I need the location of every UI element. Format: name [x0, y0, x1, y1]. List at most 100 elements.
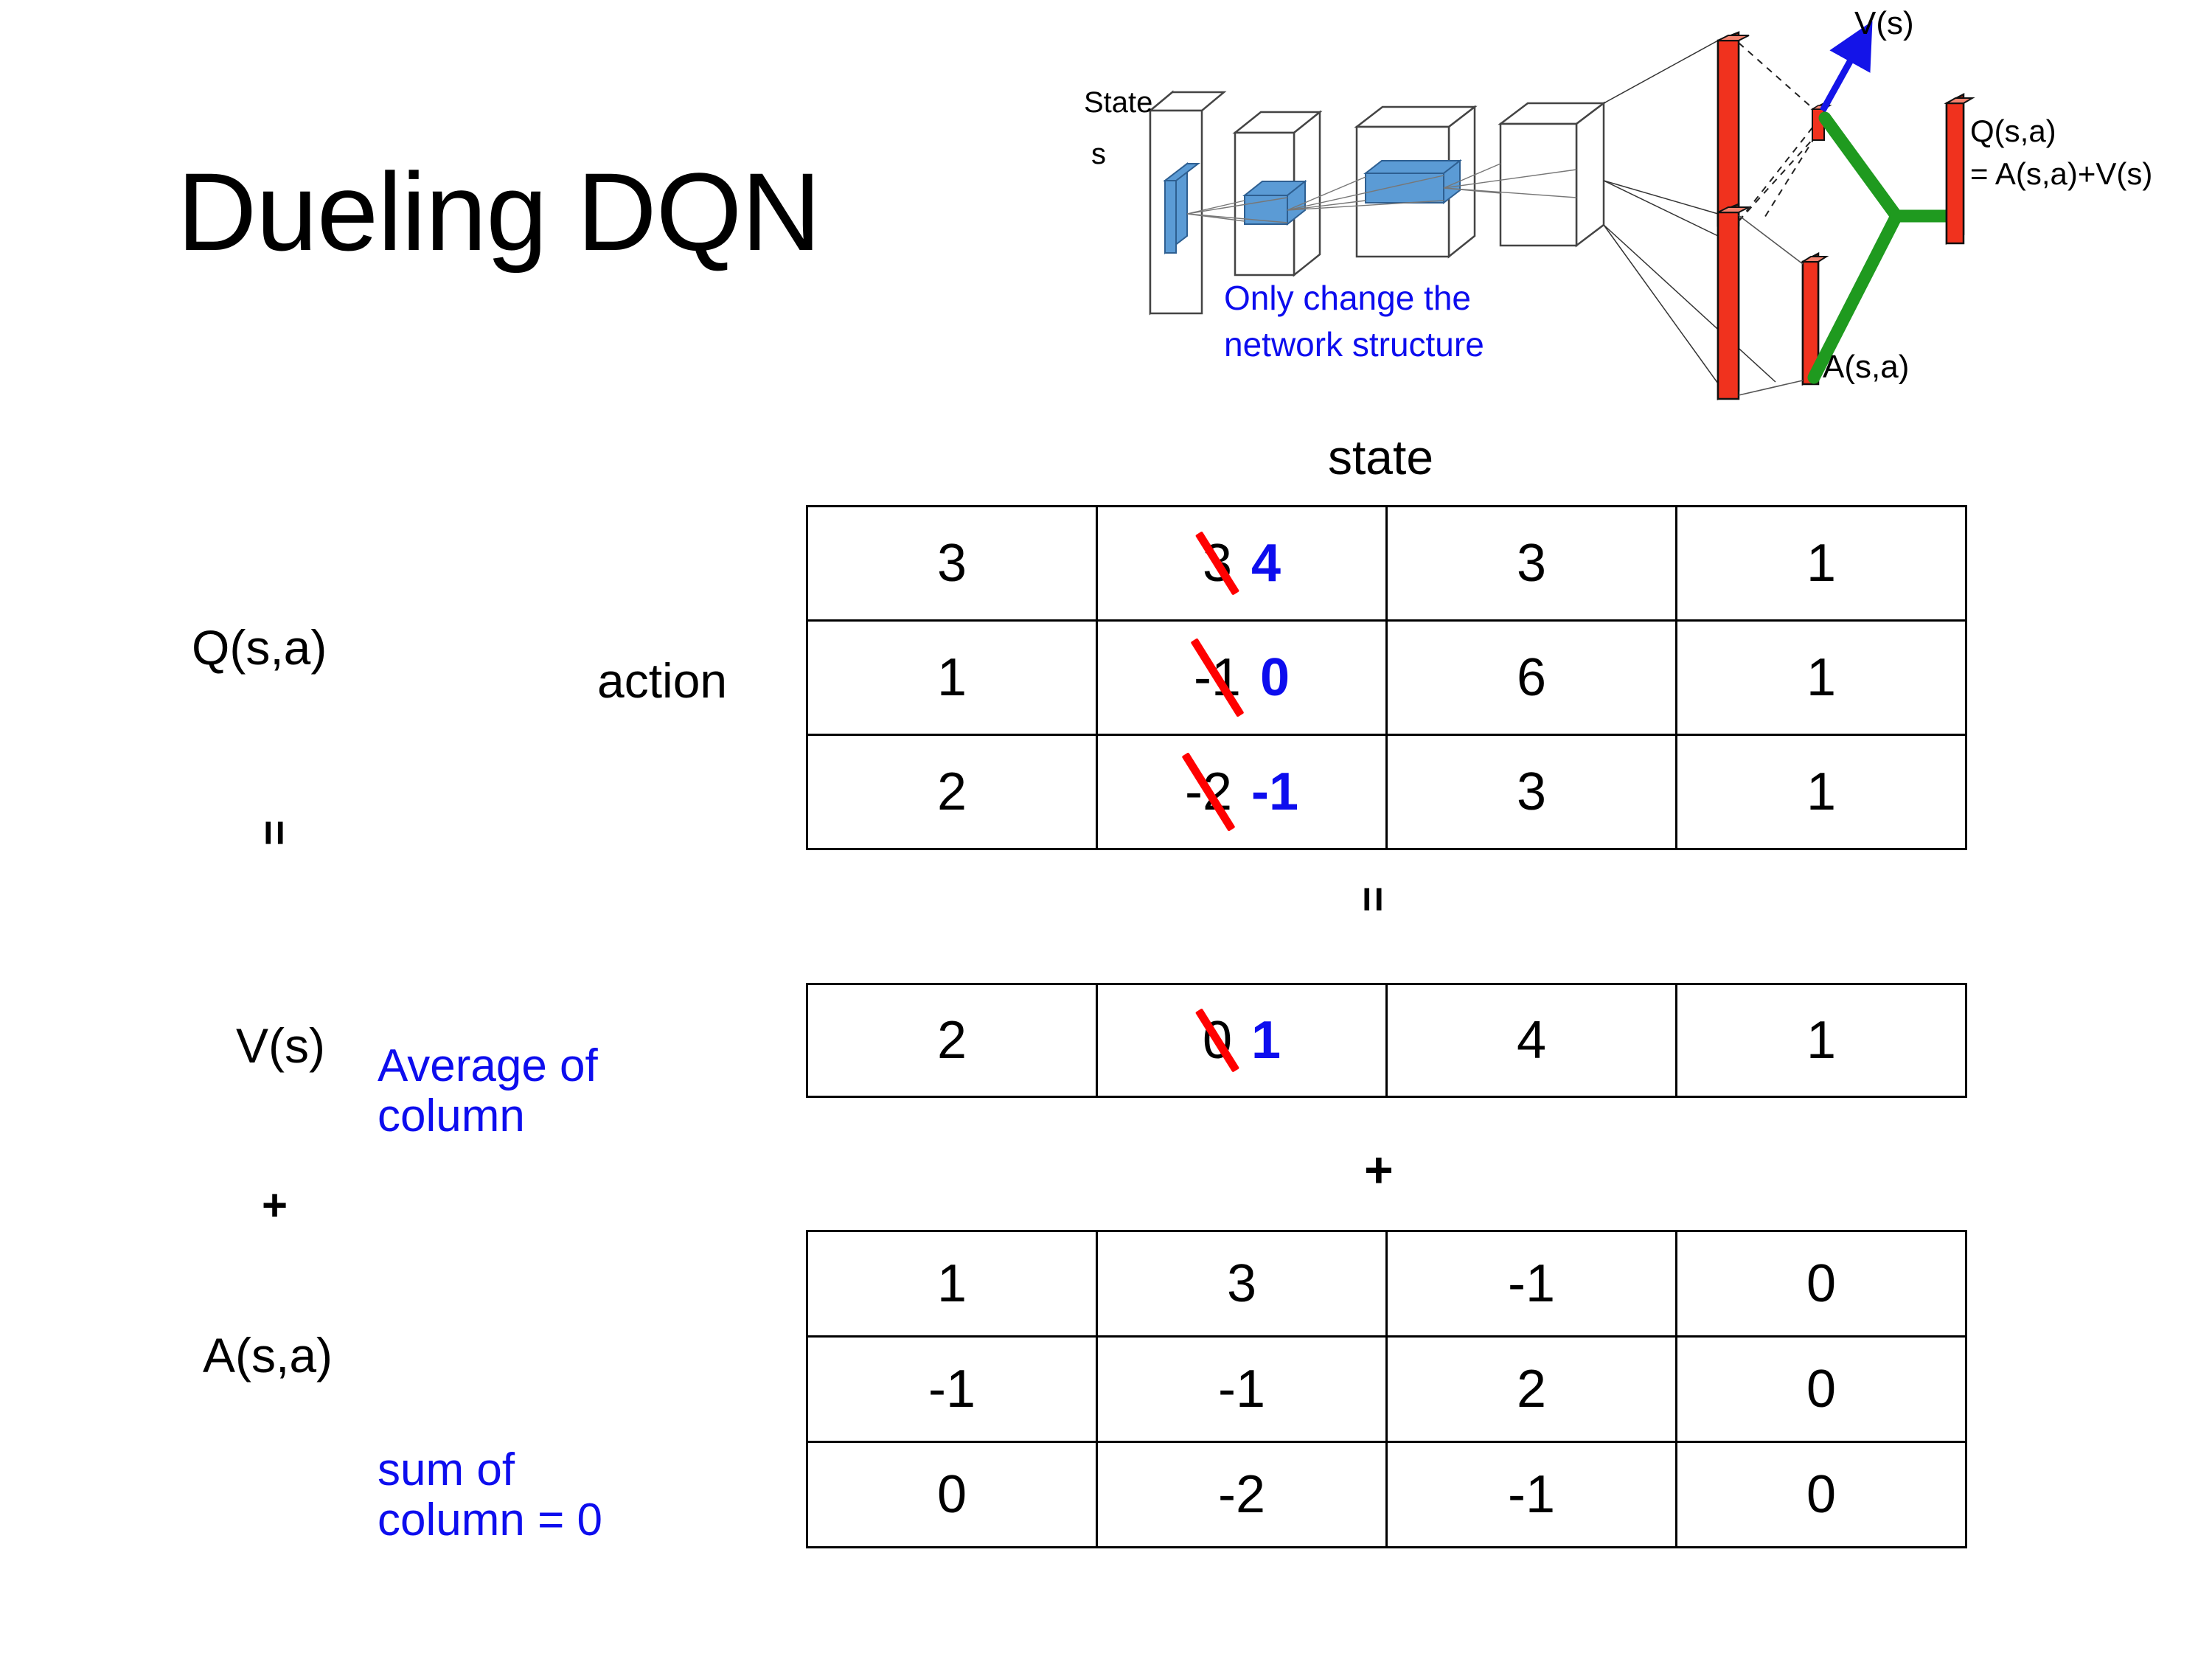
note-average-line2: column [378, 1091, 525, 1142]
table-cell[interactable]: -1 [1096, 1335, 1388, 1443]
table-cell[interactable]: -2-1 [1096, 734, 1388, 850]
cell-value: 6 [1516, 648, 1547, 707]
table-cell[interactable]: -1 [1385, 1230, 1677, 1338]
cell-value: -1 [1507, 1465, 1556, 1524]
table-cell[interactable]: 2 [806, 983, 1098, 1098]
table-cell[interactable]: -1 0 [1096, 619, 1388, 736]
operator-plus-center: + [1364, 1142, 1394, 1198]
table-row: 1 3 -1 0 [806, 1230, 1967, 1338]
diagram-a-label: A(s,a) [1823, 349, 1909, 385]
operator-equals-center: = [1349, 886, 1399, 913]
table-cell[interactable]: 0 [1675, 1335, 1967, 1443]
diagram-state-line1: State [1084, 86, 1152, 119]
table-cell[interactable]: 1 [806, 1230, 1098, 1338]
cell-value: 0 [1806, 1360, 1837, 1419]
table-cell[interactable]: -1 [1385, 1441, 1677, 1548]
diagram-q-label-line2: = A(s,a)+V(s) [1970, 156, 2152, 191]
cell-value: -2 [1217, 1465, 1266, 1524]
cell-value: 2 [1516, 1360, 1547, 1419]
table-cell[interactable]: 0 [1675, 1441, 1967, 1548]
diagram-q-label-line1: Q(s,a) [1970, 114, 2056, 148]
table-cell[interactable]: 1 [1675, 619, 1967, 736]
diagram-note-line1: Only change the [1224, 279, 1471, 317]
corrected-cell: -1 0 [1194, 647, 1290, 708]
struck-old-value: 3 [1202, 534, 1232, 593]
note-sum-line1: sum of [378, 1444, 515, 1495]
axis-label-state: state [1327, 430, 1434, 484]
table-cell[interactable]: 1 [1675, 983, 1967, 1098]
cell-value: 3 [1516, 762, 1547, 821]
label-q-function: Q(s,a) [192, 620, 327, 675]
table-cell[interactable]: 0 [806, 1441, 1098, 1548]
table-cell[interactable]: 0 [1675, 1230, 1967, 1338]
note-average-line1: Average of [378, 1040, 598, 1091]
cell-value: -1 [1507, 1254, 1556, 1313]
table-cell[interactable]: -2 [1096, 1441, 1388, 1548]
label-a-function: A(s,a) [203, 1328, 333, 1382]
table-cell[interactable]: 1 [1675, 734, 1967, 850]
page-title: Dueling DQN [177, 150, 821, 274]
new-value: 4 [1251, 534, 1281, 593]
new-value: 1 [1251, 1011, 1281, 1070]
cell-value: 0 [1806, 1465, 1837, 1524]
table-row: -1 -1 2 0 [806, 1335, 1967, 1443]
struck-old-value: 0 [1202, 1011, 1232, 1070]
table-cell[interactable]: 2 [806, 734, 1098, 850]
cell-value: 4 [1516, 1011, 1547, 1070]
table-cell[interactable]: 1 [1675, 505, 1967, 622]
cell-value: 3 [1226, 1254, 1257, 1313]
a-value-table: 1 3 -1 0 -1 -1 2 0 0 -2 -1 0 [806, 1230, 1967, 1548]
operator-equals-left: = [250, 819, 300, 846]
table-cell[interactable]: 6 [1385, 619, 1677, 736]
table-cell[interactable]: 1 [806, 619, 1098, 736]
cell-value: 3 [936, 534, 967, 593]
cell-value: 2 [936, 762, 967, 821]
table-cell[interactable]: 3 [1385, 734, 1677, 850]
cell-value: 1 [936, 648, 967, 707]
a-table-body: 1 3 -1 0 -1 -1 2 0 0 -2 -1 0 [806, 1230, 1967, 1548]
table-cell[interactable]: 3 [1385, 505, 1677, 622]
table-cell[interactable]: 4 [1385, 983, 1677, 1098]
cell-value: 1 [936, 1254, 967, 1313]
table-row: 1 -1 0 6 1 [806, 619, 1967, 736]
cell-value: 1 [1806, 534, 1837, 593]
cell-value: 0 [1806, 1254, 1837, 1313]
corrected-cell: -2-1 [1185, 762, 1298, 822]
struck-old-value: -2 [1184, 762, 1232, 821]
cell-value: -1 [928, 1360, 976, 1419]
new-value: 0 [1259, 648, 1290, 707]
cell-value: 2 [936, 1011, 967, 1070]
struck-old-value: -1 [1193, 648, 1241, 707]
cell-value: -1 [1217, 1360, 1266, 1419]
cell-value: 3 [1516, 534, 1547, 593]
diagram-note-line2: network structure [1224, 325, 1484, 364]
note-average-of-column: Average of column [378, 1040, 598, 1142]
note-sum-line2: column = 0 [378, 1495, 603, 1546]
table-cell[interactable]: 2 [1385, 1335, 1677, 1443]
cell-value: 1 [1806, 762, 1837, 821]
table-cell[interactable]: 3 [806, 505, 1098, 622]
label-v-function: V(s) [236, 1018, 325, 1073]
table-row: 0 -2 -1 0 [806, 1441, 1967, 1548]
cell-value: 1 [1806, 1011, 1837, 1070]
diagram-v-label: V(s) [1854, 5, 1914, 41]
dueling-network-diagram: State s V(s) A(s,a) Q(s,a) = A(s,a)+V(s)… [1077, 0, 2212, 420]
diagram-state-line2: s [1091, 138, 1106, 170]
cell-value: 1 [1806, 648, 1837, 707]
note-sum-of-column: sum of column = 0 [378, 1444, 603, 1546]
table-row: 2 -2-1 3 1 [806, 734, 1967, 850]
cell-value: 0 [936, 1465, 967, 1524]
table-cell[interactable]: 3 [1096, 1230, 1388, 1338]
table-cell[interactable]: -1 [806, 1335, 1098, 1443]
axis-label-action: action [597, 653, 728, 708]
